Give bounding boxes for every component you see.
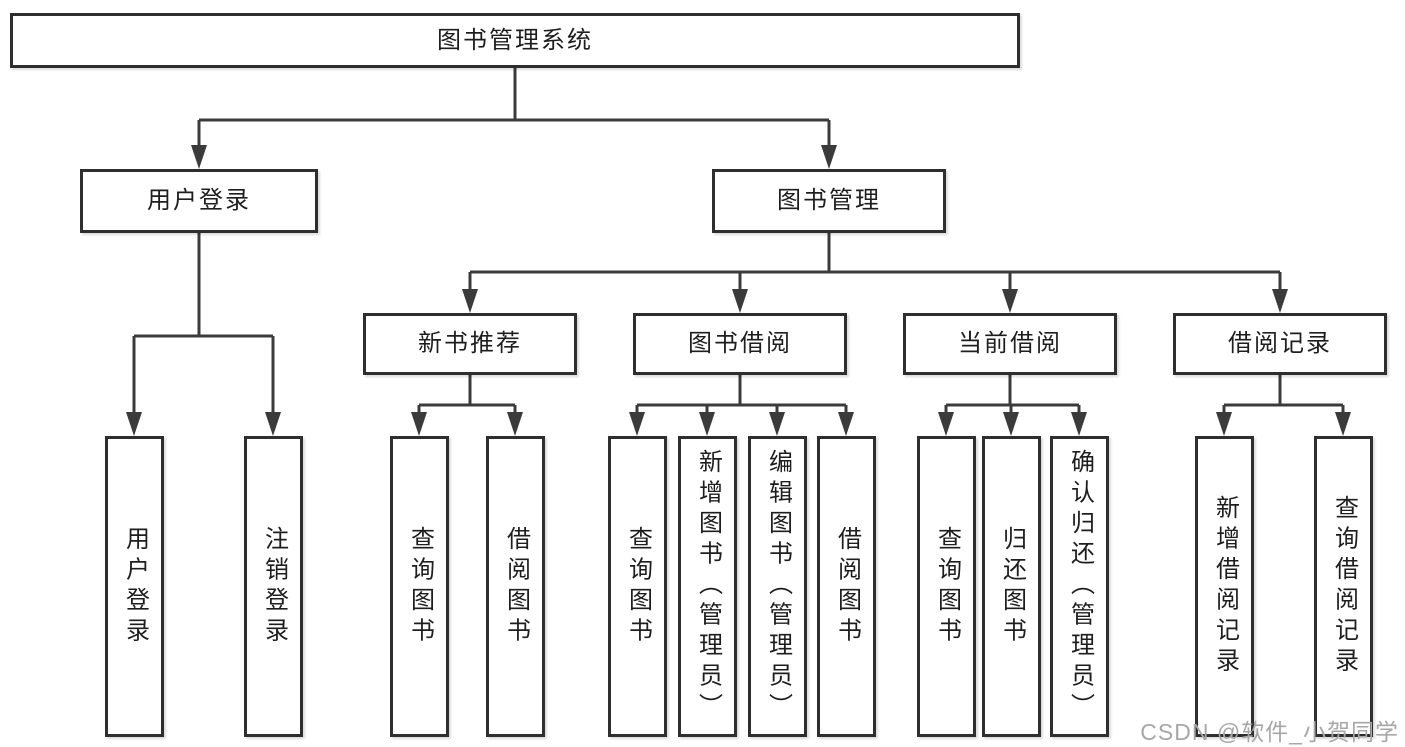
node-book-management-label: 图书管理 xyxy=(777,187,881,214)
leaf-add-book-admin: 新增图书（管理员） xyxy=(678,436,737,737)
node-root-label: 图书管理系统 xyxy=(437,26,593,54)
node-new-book-recommend-label: 新书推荐 xyxy=(418,330,522,357)
connector-root-to-level2 xyxy=(191,68,837,169)
leaf-add-borrow-record-label: 新增借阅记录 xyxy=(1211,495,1239,678)
node-book-borrow-label: 图书借阅 xyxy=(688,330,792,357)
leaf-logout-label: 注销登录 xyxy=(260,525,288,648)
leaf-user-login-label: 用户登录 xyxy=(121,525,149,648)
leaf-add-book-admin-label: 新增图书（管理员） xyxy=(694,449,722,724)
leaf-query-book-3-label: 查询图书 xyxy=(933,525,961,648)
node-user-login: 用户登录 xyxy=(80,169,318,233)
watermark: CSDN @软件_小贺同学 xyxy=(1140,719,1399,745)
node-current-borrow-label: 当前借阅 xyxy=(958,330,1062,357)
connector-bookborrow-to-leaves xyxy=(629,375,854,436)
connector-records-to-leaves xyxy=(1216,375,1351,436)
leaf-borrow-book-2: 借阅图书 xyxy=(817,436,876,737)
node-user-login-label: 用户登录 xyxy=(147,187,251,214)
leaf-return-book: 归还图书 xyxy=(982,436,1041,737)
leaf-return-book-label: 归还图书 xyxy=(998,525,1026,648)
leaf-query-borrow-record: 查询借阅记录 xyxy=(1314,436,1373,737)
leaf-query-book-2: 查询图书 xyxy=(608,436,667,737)
node-borrow-records-label: 借阅记录 xyxy=(1228,330,1332,357)
node-current-borrow: 当前借阅 xyxy=(903,313,1117,375)
node-new-book-recommend: 新书推荐 xyxy=(363,313,577,375)
connector-newbook-to-leaves xyxy=(411,375,523,436)
leaf-user-login: 用户登录 xyxy=(105,436,164,737)
connector-userlogin-to-leaves xyxy=(126,233,281,436)
leaf-query-book-1-label: 查询图书 xyxy=(406,525,434,648)
connector-bookmgmt-to-level3 xyxy=(462,232,1288,313)
leaf-edit-book-admin: 编辑图书（管理员） xyxy=(748,436,807,737)
leaf-borrow-book-1-label: 借阅图书 xyxy=(502,525,530,648)
leaf-confirm-return-admin: 确认归还（管理员） xyxy=(1050,436,1109,737)
node-book-borrow: 图书借阅 xyxy=(633,313,847,375)
connector-currentborrow-to-leaves xyxy=(938,375,1087,436)
node-book-management: 图书管理 xyxy=(712,169,946,233)
leaf-query-borrow-record-label: 查询借阅记录 xyxy=(1330,495,1358,678)
leaf-logout: 注销登录 xyxy=(244,436,303,737)
leaf-confirm-return-admin-label: 确认归还（管理员） xyxy=(1066,449,1094,724)
leaf-query-book-2-label: 查询图书 xyxy=(624,525,652,648)
node-borrow-records: 借阅记录 xyxy=(1173,313,1387,375)
leaf-borrow-book-2-label: 借阅图书 xyxy=(833,525,861,648)
leaf-edit-book-admin-label: 编辑图书（管理员） xyxy=(764,449,792,724)
leaf-add-borrow-record: 新增借阅记录 xyxy=(1195,436,1254,737)
leaf-query-book-1: 查询图书 xyxy=(390,436,449,737)
leaf-borrow-book-1: 借阅图书 xyxy=(486,436,545,737)
leaf-query-book-3: 查询图书 xyxy=(917,436,976,737)
node-root: 图书管理系统 xyxy=(10,13,1020,68)
